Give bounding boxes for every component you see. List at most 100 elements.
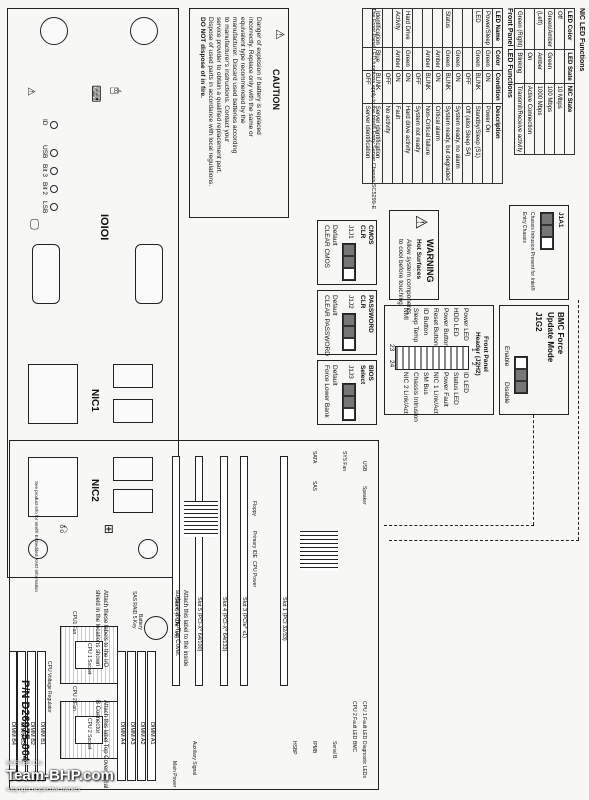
bmc-title: BMC Force <box>556 312 565 355</box>
bios-jumper <box>342 383 356 421</box>
usb-label: USB <box>41 145 48 159</box>
fp-cell: Non-Critical failure <box>422 103 433 184</box>
cpu1-fault-label: CPU 1 Fault LED <box>361 701 367 740</box>
leader-line <box>384 525 534 526</box>
cmos-jumper <box>342 243 356 281</box>
fp-cell <box>412 8 423 48</box>
fp-cell: OFF <box>382 70 393 104</box>
warning-line3: to cool before touching <box>397 239 404 305</box>
fp-cell: Green <box>472 47 483 71</box>
fp-left-label: Sleep Temp <box>412 308 419 343</box>
nic-cell <box>524 8 535 50</box>
fp-cell: No activity <box>382 103 393 184</box>
fp-cell <box>432 8 443 48</box>
fp-cell: BLINK <box>442 70 453 104</box>
fp-cell: Green <box>442 47 453 71</box>
cpu2-socket: CPU 2 Socket <box>60 701 118 759</box>
fp-right-label: SM Bus <box>422 372 429 395</box>
lsb-label: LSB <box>41 201 48 214</box>
nic-cell: Off <box>554 8 565 50</box>
fp-cell <box>462 8 473 48</box>
cmos-title: CMOS <box>367 225 374 245</box>
bios-subtitle: Select <box>359 365 366 385</box>
fp-left-label: Power Button <box>442 308 449 348</box>
bmc-enable: Enable <box>503 346 510 367</box>
slot-label: Slot 5 (PCI-X* 64/100) <box>196 597 202 652</box>
fp-cell: ON <box>482 70 493 104</box>
cpu-vr-label: CPU Voltage Regulator <box>46 661 52 713</box>
fp-cell: Green <box>482 47 493 71</box>
front-panel-header: Front Panel Header (J2H2) Power LED HDD … <box>384 305 494 422</box>
password-default: Default <box>331 295 338 316</box>
attach-inside-note: Attach this label to the inside surface … <box>174 590 188 667</box>
fp-cell: System ready, but degraded <box>442 103 453 184</box>
slot-label: Slot 4 (PCI-X* 64/133) <box>221 597 227 652</box>
password-title: PASSWORD <box>367 295 374 333</box>
hot-surface-icon: ⚠ <box>412 215 429 230</box>
chipset-heatsink <box>300 531 338 571</box>
fp-cell: BLINK <box>472 70 483 104</box>
sas-raid-label: SAS RAID 5 Key <box>131 591 137 629</box>
fp-cell <box>382 8 393 48</box>
fp-left-label: NMI <box>402 308 409 320</box>
password-subtitle: CLR <box>359 295 366 309</box>
bmc-disable: Disable <box>503 382 510 404</box>
fp-cell: Power On <box>482 103 493 184</box>
pin-number: 23 <box>388 344 395 352</box>
front-panel-led-title: Front Panel LED Functions <box>506 8 513 98</box>
nic1-port <box>28 364 78 424</box>
fp-cell: Hard drive activity <box>402 103 413 184</box>
cmos-jumper-box: CMOS CLR J1J1 Default CLEAR CMOS <box>317 220 377 285</box>
fp-cell: Hard Drive <box>402 8 413 48</box>
nic-led-title: NIC LED Functions <box>578 8 585 72</box>
pin-number: 2 <box>470 362 477 366</box>
serial-b-label: Serial B <box>331 741 337 759</box>
fp-cell <box>382 47 393 71</box>
nic-cell: (Left) <box>534 8 545 50</box>
raid-note: See product info for Intel® Embedded RAI… <box>34 481 39 592</box>
serial-port <box>135 244 163 304</box>
caution-line: DO NOT dispose of in fire. <box>199 17 206 98</box>
fp-cell: ON <box>452 70 463 104</box>
diag-label: Diagnostic LEDs <box>361 741 367 778</box>
led-bit3 <box>50 167 58 175</box>
fp-left-label: Power LED <box>462 308 469 341</box>
cmos-id: J1J1 <box>347 225 354 239</box>
fp-cell: OFF <box>412 70 423 104</box>
fp-right-label: NIC 2 Link/Act <box>402 372 409 414</box>
ide-label: Primary IDE <box>251 531 257 558</box>
fp-left-label: HDD LED <box>452 308 459 337</box>
id-button <box>50 121 58 129</box>
password-id: J1J2 <box>347 295 354 309</box>
pci-slot: Slot 4 (PCI-X* 64/133) <box>220 456 228 686</box>
motherboard: Slot 1 (PCI 32/33) Slot 3 (PCIe* x1) Slo… <box>9 440 379 790</box>
caution-box: CAUTION ⚠ Danger of explosion if battery… <box>189 8 289 218</box>
fp-cell: OFF <box>462 70 473 104</box>
nic-cell: Amber <box>534 49 545 84</box>
fp-header-subtitle: Header (J2H2) <box>474 332 481 376</box>
nic-cell: 1000 Mbps <box>534 83 545 155</box>
cpu-power-label: CPU Power <box>251 561 257 588</box>
bios-id: J1J3 <box>347 365 354 379</box>
fp-cell: Standby/Sleep (S1) <box>472 103 483 184</box>
cpu1-socket: CPU 1 Socket <box>60 626 118 684</box>
bit2-label: Bit 2 <box>41 182 48 196</box>
front-panel-led-table: LED Name Color Condition Description Pow… <box>362 8 503 184</box>
nic-cell: Transmit/Receive activity <box>514 83 525 155</box>
bmc-chip-label: BMC <box>351 741 357 753</box>
watermark-brand: Team-BHP.com <box>6 767 114 784</box>
part-number: P/N D26975-004 <box>19 680 31 762</box>
battery-symbol: ⚠ <box>273 29 287 40</box>
led-bit2 <box>50 185 58 193</box>
leader-line <box>389 540 579 541</box>
fp-header: Condition <box>492 70 503 104</box>
cpu1-fan-label: CPU1 Fan <box>71 611 77 635</box>
warning-title: WARNING <box>425 239 435 283</box>
nic-cell: 100 Mbps <box>544 83 555 155</box>
cmos-subtitle: CLR <box>359 225 366 239</box>
cmos-alt: CLEAR CMOS <box>323 225 330 268</box>
nic-header: LED Color <box>564 8 575 50</box>
nic-cell: Green <box>544 49 555 84</box>
